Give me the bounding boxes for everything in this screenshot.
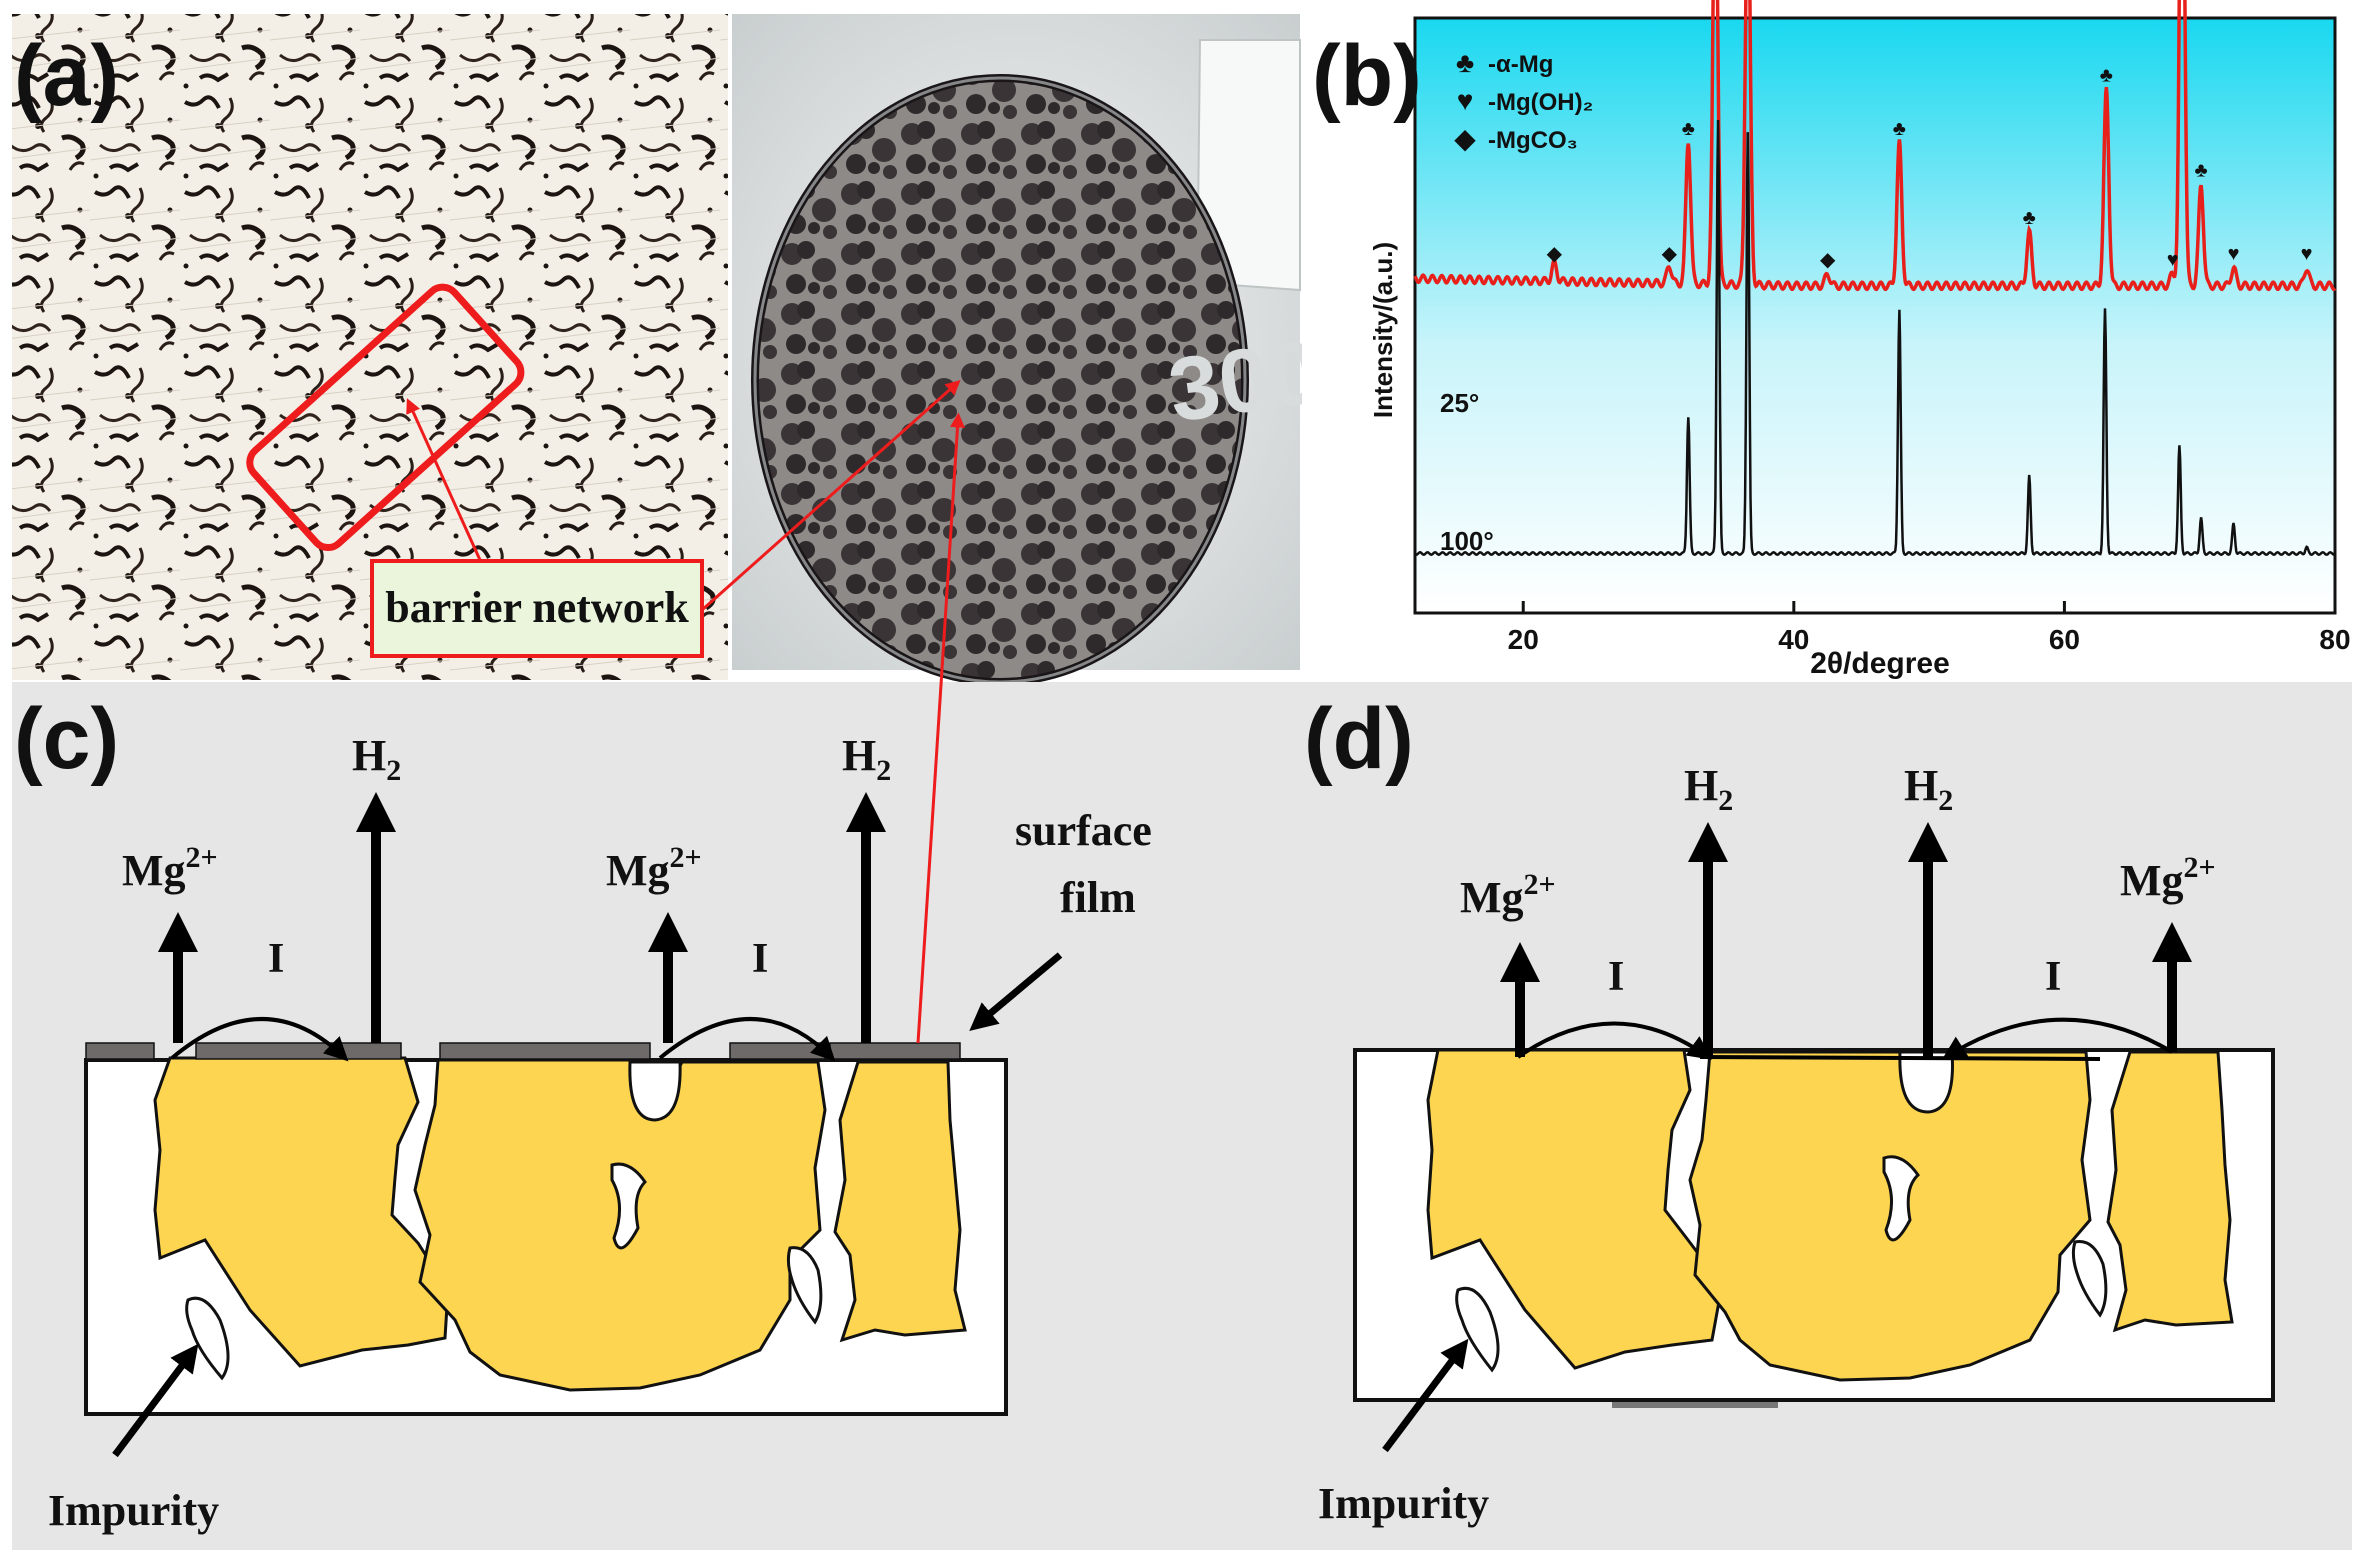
- impurity-pointer-arrow-d: [1382, 1338, 1469, 1453]
- peak-marker: ◆: [1662, 243, 1678, 265]
- peak-marker: ◆: [1547, 243, 1563, 265]
- impurity-pointer-arrow-c: [112, 1343, 199, 1458]
- h2-label-d-right: H2: [1904, 761, 1953, 817]
- pit-d: [1898, 1050, 1954, 1114]
- peak-marker: ♣: [1893, 118, 1906, 140]
- panel-label-c: (c): [14, 691, 119, 787]
- callout-arrow-to-box: [406, 398, 482, 561]
- impurity-c-1: [185, 1296, 230, 1381]
- surface-film: [85, 1042, 961, 1060]
- current-arc-c-right: [658, 1017, 836, 1062]
- x-tick-label: 80: [2319, 624, 2350, 655]
- x-tick-label: 20: [1508, 624, 1539, 655]
- x-ticks: 20 40 60 80: [1508, 601, 2351, 655]
- inclusion-c: [610, 1162, 647, 1250]
- callout-label: barrier network: [385, 583, 689, 632]
- legend-label: -MgCO₃: [1488, 127, 1578, 154]
- current-label-d-left: I: [1608, 954, 1624, 1000]
- peak-marker: ♣: [2194, 160, 2207, 182]
- current-label-c-left: I: [268, 936, 284, 982]
- current-label-c-right: I: [752, 936, 768, 982]
- series-line-0: [1413, 0, 2337, 292]
- series-layer: [1413, 0, 2337, 557]
- current-label-d-right: I: [2045, 954, 2061, 1000]
- film-pointer-arrow: [969, 952, 1063, 1031]
- highlight-box: [246, 283, 525, 552]
- current-arc-c-left: [170, 1017, 349, 1062]
- legend: ♣ -α-Mg ♥ -Mg(OH)₂ ◆ -MgCO₃: [1454, 48, 1593, 155]
- x-axis-label: 2θ/degree: [1810, 647, 1950, 680]
- h2-label-c-left: H2: [352, 731, 401, 787]
- h2-label-c-right: H2: [842, 731, 891, 787]
- legend-marker: ♣: [1456, 48, 1474, 79]
- panel-label-d: (d): [1304, 691, 1414, 787]
- peak-marker: ♥: [2228, 243, 2240, 265]
- series-line-1: [1414, 119, 2336, 557]
- beaker-photo: 300: [732, 14, 1326, 686]
- grain-c-1: [153, 1056, 450, 1368]
- grain-d-3: [2106, 1050, 2234, 1333]
- surface-film-label-line2: film: [1060, 873, 1136, 922]
- panel-label-b: (b): [1312, 28, 1422, 124]
- x-tick-label: 40: [1778, 624, 1809, 655]
- grain-c-3: [833, 1060, 967, 1343]
- x-tick-label: 60: [2049, 624, 2080, 655]
- callout-box: [370, 559, 704, 658]
- current-arc-d-left: [1516, 1021, 1712, 1060]
- legend-marker: ♥: [1457, 86, 1474, 117]
- peak-marker: ♥: [2167, 249, 2179, 271]
- mg-label-c-left: Mg2+: [122, 841, 218, 895]
- h2-label-d-left: H2: [1684, 761, 1733, 817]
- mg-label-c-right: Mg2+: [606, 841, 702, 895]
- legend-label: -Mg(OH)₂: [1488, 89, 1593, 116]
- peak-marker: ♥: [2301, 243, 2313, 265]
- panel-label-a: (a): [14, 28, 119, 124]
- impurity-d-1: [1455, 1286, 1500, 1373]
- y-axis-label: Intensity/(a.u.): [1368, 242, 1398, 418]
- legend-label: -α-Mg: [1488, 51, 1553, 78]
- impurity-label-c: Impurity: [48, 1486, 219, 1535]
- mg-label-d-left: Mg2+: [1460, 868, 1556, 922]
- impurity-d-2: [2071, 1239, 2108, 1318]
- mg-label-d-right: Mg2+: [2120, 851, 2216, 905]
- peak-marker: ♣: [2100, 64, 2113, 86]
- peak-marker: ◆: [1820, 249, 1836, 271]
- callout-arrow-to-beaker: [701, 380, 961, 612]
- legend-marker: ◆: [1454, 124, 1476, 155]
- clean-surface-line: [1699, 1055, 2101, 1061]
- pit-c: [628, 1060, 682, 1122]
- panel-a: 300 (a) barrier network: [12, 14, 1326, 686]
- panel-d: (d) H2 H2 Mg2+ Mg2+ I I Impurity: [1212, 682, 2352, 1550]
- grain-d-1: [1426, 1048, 1724, 1370]
- beaker-mark: 300: [1163, 322, 1326, 442]
- panel-c: (c) H2 H2: [12, 412, 1212, 1550]
- impurity-c-2: [786, 1246, 823, 1325]
- peak-marker: ♣: [1682, 118, 1695, 140]
- current-arc-d-right: [1941, 1017, 2174, 1060]
- series-label-25: 25°: [1440, 388, 1479, 418]
- impurity-label-d: Impurity: [1318, 1479, 1489, 1528]
- peak-markers: ◆◆♣♣♣◆♣♣♣♥♣♣♥♥: [1547, 64, 2313, 271]
- peak-marker: ♣: [2023, 207, 2036, 229]
- film-link-arrow: [916, 412, 966, 1044]
- inclusion-d: [1882, 1155, 1920, 1242]
- series-label-100: 100°: [1440, 526, 1494, 556]
- surface-film-label-line1: surface: [1015, 806, 1152, 855]
